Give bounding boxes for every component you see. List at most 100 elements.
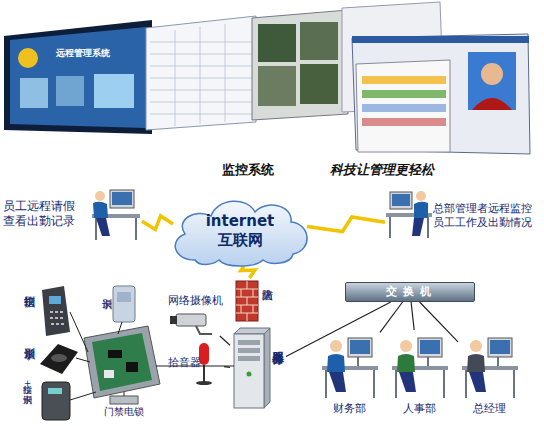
node-label: 员工远程请假 查看出勤记录 [3,199,85,229]
network-cable [224,366,230,368]
screenshot-thumb [94,74,134,108]
node-label: 拾音器 [168,356,208,369]
network-cable [380,302,403,332]
card-reader: 卡识别 [92,283,138,327]
network-cable [220,336,230,345]
screenshot-frame [4,20,152,134]
node-label: 门禁电锁 [104,406,160,419]
hr-workstation: 人事部 [388,330,450,418]
person-head [470,340,482,352]
node-label: 指纹+卡识别 [22,378,33,388]
id-photo [468,52,516,110]
monitor [390,192,412,209]
list-row [362,90,446,98]
person-body [93,202,108,218]
person-head [95,191,105,201]
text-label: 科技让管理更轻松 [330,162,434,178]
server-side [264,328,270,408]
desk-legs [390,217,428,238]
screenshot-table [146,16,256,130]
internet-cloud: internet 互联网 [165,190,315,270]
drive-bay [238,348,260,353]
monitor [418,338,442,357]
camera-body [176,314,206,326]
video-view [258,66,296,106]
fingerprint-reader: 指纹识别 [20,284,76,340]
video-view [258,24,296,62]
screenshot-grid [150,24,252,126]
person-head [416,191,426,201]
screenshot-list [356,60,450,152]
person-body [397,354,415,372]
remote-employee: 员工远程请假 查看出勤记录 [0,183,142,247]
firewall-bricks [236,281,258,321]
drive-bay [238,340,260,345]
monitor [488,338,512,357]
monitor-screen [392,194,410,206]
chip [126,362,138,372]
monitor-screen [490,340,510,354]
keypad [50,312,64,324]
remote-manager: 总部管理者远程监控 员工工作及出勤情况 [385,186,544,250]
firewall-wall [236,281,258,321]
person-body [467,354,485,372]
monitor [110,190,134,208]
wireless-link [142,216,173,230]
node-label: 财务部 [318,402,380,416]
network-camera: 网络摄像机 [166,294,228,336]
network-cable [411,302,414,330]
person-body [414,202,428,218]
monitor [348,338,372,357]
list-row [362,118,446,126]
microphone-base [196,381,212,385]
device-wires [70,312,234,400]
person-legs [469,372,486,392]
screenshot-record [352,34,530,154]
video-view [300,22,338,60]
diagram-title: 监控系统 [222,162,274,178]
lock-device [110,396,138,404]
pickup-microphone: 拾音器 [168,340,224,386]
monitor-screen [350,340,370,354]
window-titlebar [352,36,529,43]
palm-device [40,344,78,374]
list-row [362,104,446,112]
text-label: 远程管理系统 [56,48,110,59]
card-reader-device [113,286,135,322]
node-label: 交换机 [346,285,476,299]
network-switch: 交换机 [345,282,475,302]
screenshot-logo [18,48,38,68]
finance-workstation: 财务部 [318,330,380,418]
drive-bay [238,356,260,361]
firewall: 防火墙 [232,278,276,324]
controller-board [84,326,160,398]
server-tower [234,334,264,408]
node-label: 总经理 [458,402,520,416]
camera-lens [170,316,177,324]
screenshot-thumb [20,78,48,108]
person-legs [96,218,110,236]
network-cable [420,302,458,342]
cloud-outline [175,201,307,266]
wireless-link [307,217,385,232]
device-window [48,388,62,394]
microphone-stand [203,365,205,382]
id-photo-face [481,63,503,85]
fingerprint-device [42,286,70,336]
node-label: internet 互联网 [200,212,280,250]
chip [104,370,114,378]
screenshot-thumb [56,76,84,106]
desk-legs [96,218,136,240]
server: 服务器 [230,330,286,412]
monitor-screen [112,192,132,205]
node-label: 网络摄像机 [168,294,228,307]
card-reader-window [117,292,131,302]
controller-pcb [92,333,152,391]
chip [108,350,122,358]
network-cable [286,302,391,356]
person-legs [412,218,424,236]
person-body [327,354,345,372]
fingerprint-window [49,296,61,304]
person-head [400,340,412,352]
fingerprint-card-reader: 指纹+卡识别 [20,378,80,426]
